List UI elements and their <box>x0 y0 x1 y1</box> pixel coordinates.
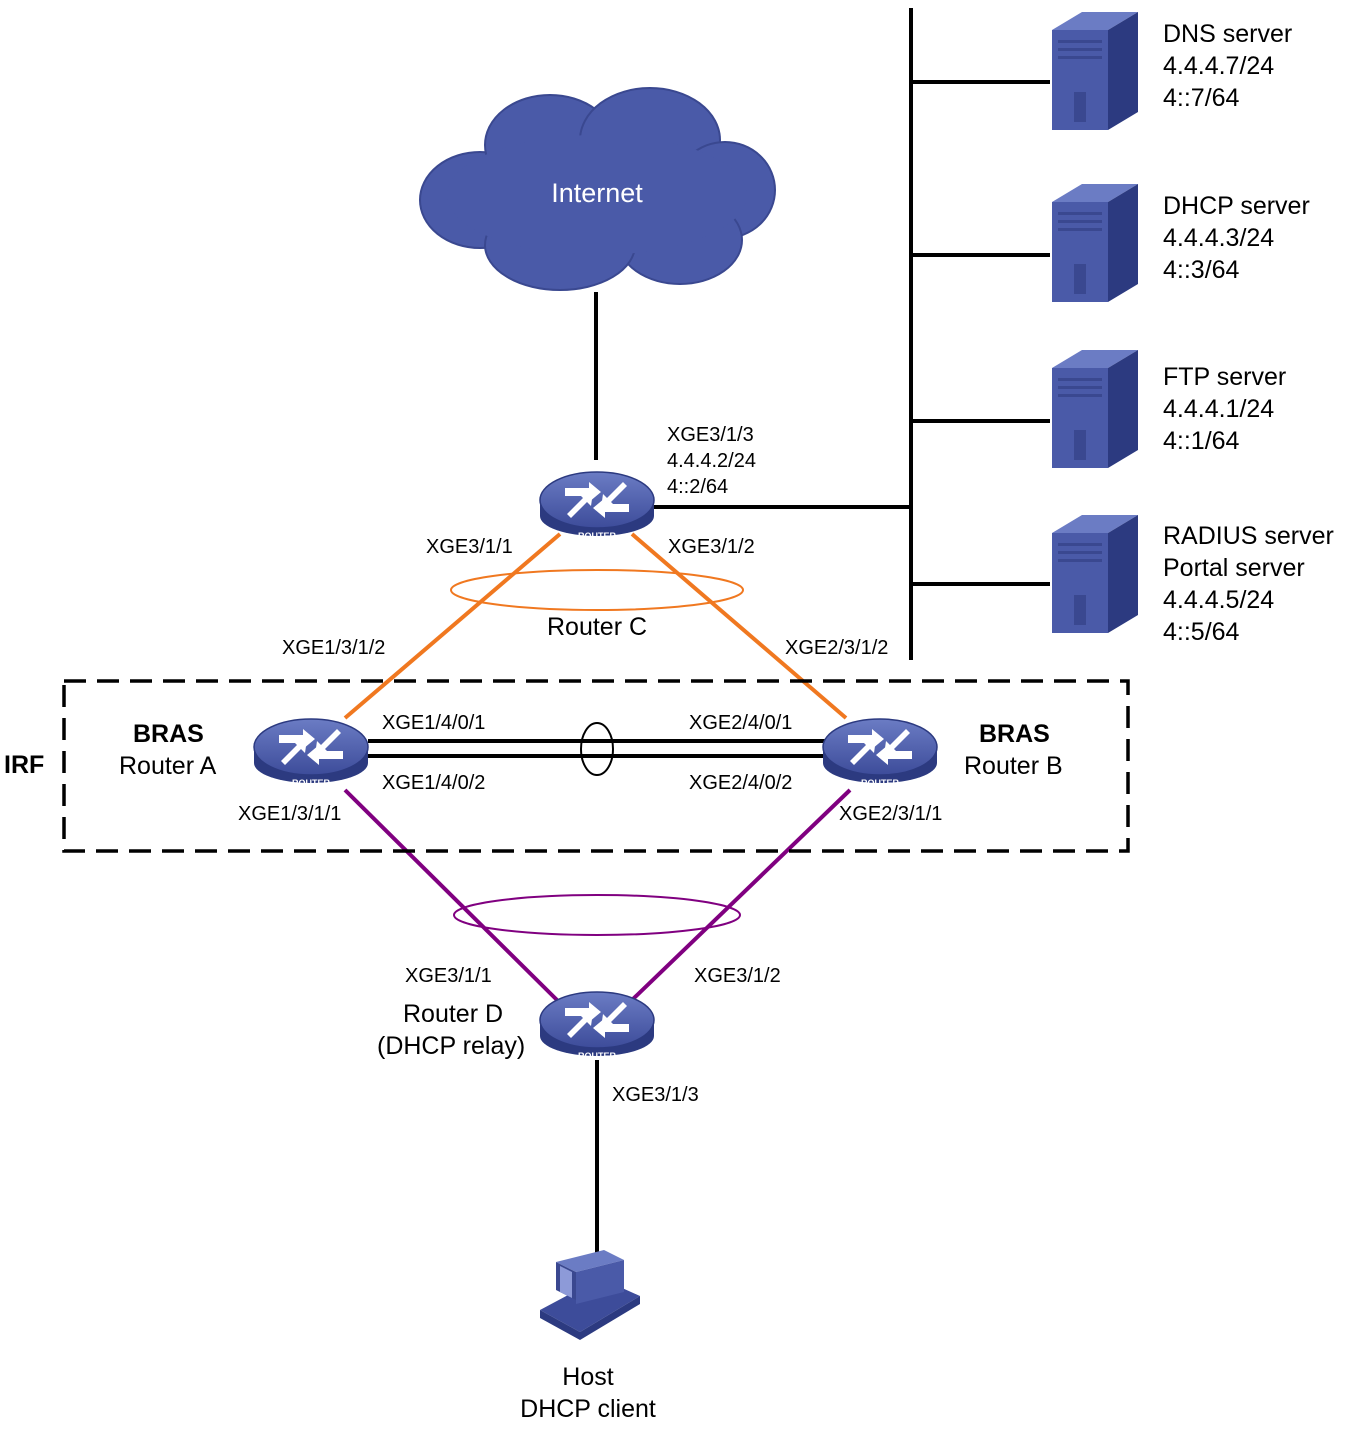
router-d-port-a: XGE3/1/1 <box>405 965 492 987</box>
router-a-tag: ROUTER <box>292 778 331 788</box>
router-b-port-up: XGE2/3/1/2 <box>785 637 888 659</box>
server-dns-ipv4: 4.4.4.7/24 <box>1163 52 1274 80</box>
router-d[interactable]: ROUTER <box>539 991 655 1061</box>
uplink-b-to-c <box>630 532 848 720</box>
irf-boundary <box>62 679 1130 853</box>
irf-aggregation-ellipse <box>580 722 614 776</box>
server-dhcp-ipv4: 4.4.4.3/24 <box>1163 224 1274 252</box>
host-role: DHCP client <box>520 1395 656 1423</box>
server-radius-ipv4: 4.4.4.5/24 <box>1163 586 1274 614</box>
irf-label: IRF <box>4 751 44 779</box>
router-d-port-host: XGE3/1/3 <box>612 1084 699 1106</box>
router-a-role: BRAS <box>133 720 204 748</box>
router-b-tag: ROUTER <box>861 778 900 788</box>
router-d-tag: ROUTER <box>578 1051 617 1061</box>
server-radius-name: RADIUS server <box>1163 522 1334 550</box>
router-c-name: Router C <box>547 613 647 641</box>
router-a-port-up: XGE1/3/1/2 <box>282 637 385 659</box>
router-d-port-b: XGE3/1/2 <box>694 965 781 987</box>
router-c-port-servers: XGE3/1/3 <box>667 424 754 446</box>
router-a-irf-port-1: XGE1/4/0/1 <box>382 712 485 734</box>
server-icon <box>1052 12 1138 130</box>
router-a-irf-port-2: XGE1/4/0/2 <box>382 772 485 794</box>
router-b[interactable]: ROUTER <box>822 718 938 788</box>
router-b-irf-port-1: XGE2/4/0/1 <box>689 712 792 734</box>
internet-label: Internet <box>551 178 643 208</box>
server-icon <box>1052 515 1138 633</box>
server-dns-name: DNS server <box>1163 20 1292 48</box>
router-icon <box>822 718 938 784</box>
router-c-ipv4: 4.4.4.2/24 <box>667 450 756 472</box>
server-dns-ipv6: 4::7/64 <box>1163 84 1240 112</box>
server-portal-name: Portal server <box>1163 554 1305 582</box>
cloud-icon <box>419 87 776 291</box>
server-ftp-name: FTP server <box>1163 363 1286 391</box>
router-a[interactable]: ROUTER <box>253 718 369 788</box>
router-a-name: Router A <box>119 752 217 780</box>
server-icon <box>1052 350 1138 468</box>
server-radius-ipv6: 4::5/64 <box>1163 618 1240 646</box>
computer-icon <box>540 1250 640 1340</box>
downlink-aggregation-ellipse <box>453 894 741 936</box>
router-b-name: Router B <box>964 752 1063 780</box>
server-ftp-ipv6: 4::1/64 <box>1163 427 1240 455</box>
router-c-port-b: XGE3/1/2 <box>668 536 755 558</box>
router-a-port-down: XGE1/3/1/1 <box>238 803 341 825</box>
router-c-ipv6: 4::2/64 <box>667 476 728 498</box>
router-icon <box>539 991 655 1057</box>
router-icon <box>539 471 655 537</box>
server-ftp-ipv4: 4.4.4.1/24 <box>1163 395 1274 423</box>
router-c[interactable]: ROUTER <box>539 471 655 541</box>
downlink-a-to-d <box>343 788 559 1002</box>
host-name: Host <box>562 1363 613 1391</box>
server-dhcp-name: DHCP server <box>1163 192 1310 220</box>
router-d-name: Router D <box>403 1000 503 1028</box>
server-dhcp-ipv6: 4::3/64 <box>1163 256 1240 284</box>
router-b-port-down: XGE2/3/1/1 <box>839 803 942 825</box>
router-c-port-a: XGE3/1/1 <box>426 536 513 558</box>
router-b-irf-port-2: XGE2/4/0/2 <box>689 772 792 794</box>
router-b-role: BRAS <box>979 720 1050 748</box>
router-icon <box>253 718 369 784</box>
server-icon <box>1052 184 1138 302</box>
uplink-aggregation-ellipse <box>450 569 744 611</box>
router-d-role: (DHCP relay) <box>377 1032 525 1060</box>
router-c-tag: ROUTER <box>578 531 617 541</box>
uplink-a-to-c <box>343 532 562 720</box>
downlink-b-to-d <box>630 788 852 1002</box>
